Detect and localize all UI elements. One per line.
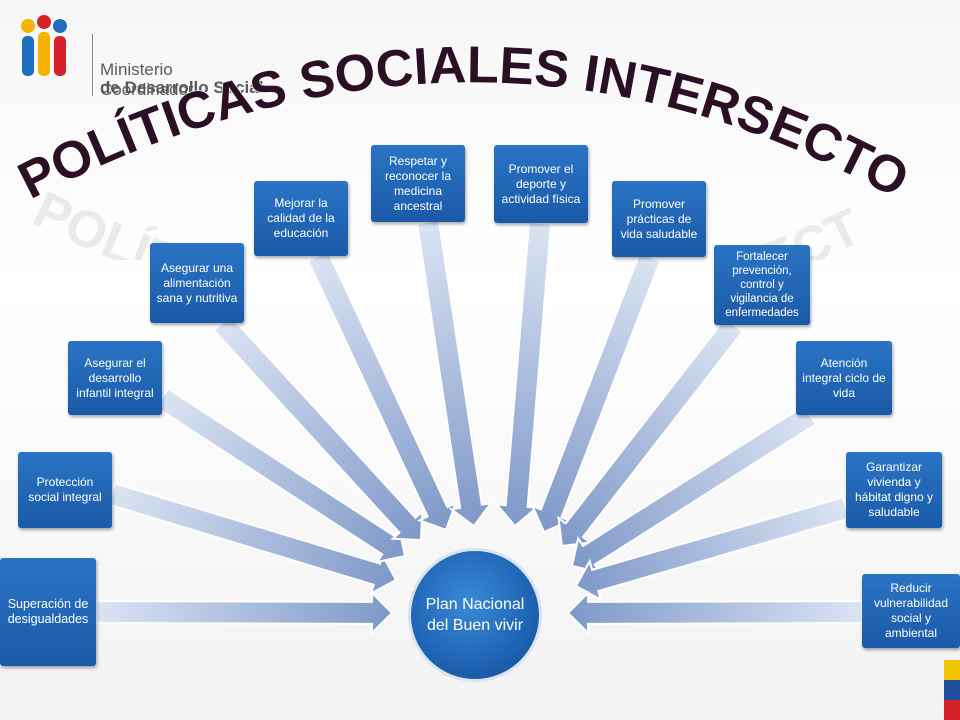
logo-line-2: de Desarrollo Social [100,78,264,97]
connector-arrow [94,590,394,636]
policy-box-9: Fortalecer prevención, control y vigilan… [714,245,810,325]
policy-box-4: Asegurar una alimentación sana y nutriti… [150,243,244,323]
logo-divider [92,34,93,96]
connector-arrow [415,219,494,528]
policy-box-7: Promover el deporte y actividad física [494,145,588,223]
policy-box-11: Garantizar vivienda y hábitat digno y sa… [846,452,942,528]
ministry-logo-icon [21,15,67,76]
policy-box-1: Superación de desigualdades [0,558,96,666]
policy-box-3: Asegurar el desarrollo infantil integral [68,341,162,415]
policy-box-2: Protección social integral [18,452,112,528]
connector-arrow-shape [566,590,864,636]
connector-arrow [154,387,407,564]
connector-arrow-shape [415,219,494,528]
connector-arrow [212,314,424,542]
policy-box-6: Respetar y reconocer la medicina ancestr… [371,145,465,222]
connector-arrow-shape [530,251,662,534]
connector-arrow-shape [574,496,851,602]
connector-arrow-shape [154,387,407,564]
flag-blue-stripe [944,680,960,700]
logo-line-1: Ministerio Coordinador [100,60,194,99]
connector-arrow [570,404,818,574]
connector-arrow [530,251,662,534]
connector-arrow-shape [306,250,458,532]
connector-arrow [494,221,553,528]
flag-yellow-stripe [944,660,960,680]
flag-decoration [944,660,960,720]
center-label: Plan Nacional del Buen vivir [425,596,525,634]
connector-arrow-shape [212,314,424,542]
policy-box-5: Mejorar la calidad de la educación [254,181,348,256]
connector-arrow [107,482,398,596]
connector-arrow [574,496,851,602]
flag-red-stripe [944,700,960,720]
policy-box-12: Reducir vulnerabilidad social y ambienta… [862,574,960,648]
connector-arrow-shape [570,404,818,574]
ministry-logo: Ministerio Coordinador de Desarrollo Soc… [14,14,264,99]
connector-arrow-shape [557,316,745,548]
connector-arrow-shape [494,221,553,528]
connector-arrow [306,250,458,532]
connector-arrow [566,590,864,636]
policy-box-10: Atención integral ciclo de vida [796,341,892,415]
center-node: Plan Nacional del Buen vivir [408,548,542,682]
connector-arrow [557,316,745,548]
connector-arrow-shape [94,590,394,636]
connector-arrow-shape [107,482,398,596]
policy-box-8: Promover prácticas de vida saludable [612,181,706,257]
